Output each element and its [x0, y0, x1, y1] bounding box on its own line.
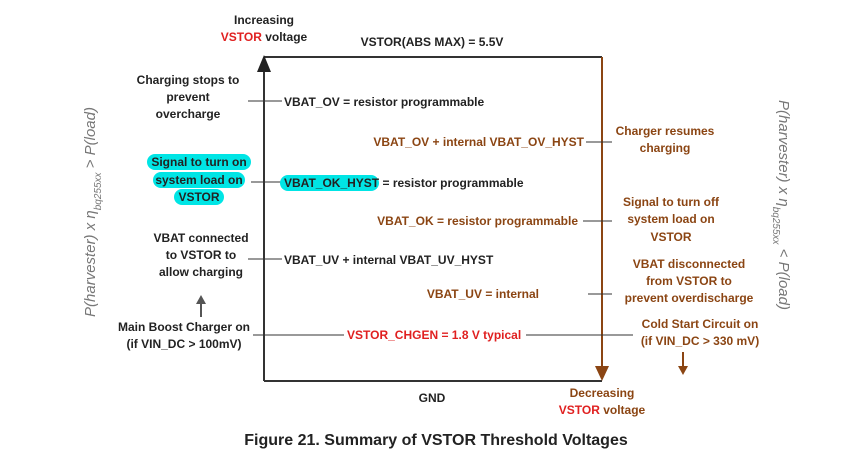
svg-text:allow charging: allow charging	[159, 265, 243, 279]
increasing-label: Increasing	[234, 13, 294, 27]
abs-max-label: VSTOR(ABS MAX) = 5.5V	[361, 35, 504, 49]
vbat-ok-label: VBAT_OK = resistor programmable	[377, 214, 578, 228]
signal-off-note: Signal to turn off system load on VSTOR	[623, 195, 720, 244]
charging-stops-note: Charging stops to prevent overcharge	[137, 73, 240, 121]
cold-start-note: Cold Start Circuit on (if VIN_DC > 330 m…	[641, 317, 759, 348]
svg-text:Cold Start Circuit on: Cold Start Circuit on	[642, 317, 759, 331]
decreasing-arrow-head	[595, 366, 609, 381]
svg-text:VSTOR: VSTOR	[650, 230, 691, 244]
svg-text:(if VIN_DC > 330 mV): (if VIN_DC > 330 mV)	[641, 334, 759, 348]
vbat-ok-hyst-label: VBAT_OK_HYST = resistor programmable	[284, 176, 524, 190]
increasing-arrow-head	[257, 55, 271, 72]
signal-on-highlight-3	[174, 189, 224, 205]
svg-text:prevent: prevent	[166, 90, 209, 104]
increasing-voltage-label: VSTOR voltage	[221, 30, 308, 44]
decreasing-voltage-label: VSTOR voltage	[559, 403, 646, 417]
main-boost-note: Main Boost Charger on (if VIN_DC > 100mV…	[118, 320, 250, 351]
charger-resumes-note: Charger resumes charging	[616, 124, 715, 155]
svg-text:Main Boost Charger on: Main Boost Charger on	[118, 320, 250, 334]
gray-up-arrow-head	[196, 295, 206, 304]
figure-caption: Figure 21. Summary of VSTOR Threshold Vo…	[244, 432, 628, 449]
svg-text:charging: charging	[640, 141, 691, 155]
svg-text:Signal to turn on: Signal to turn on	[151, 155, 246, 169]
vbat-disconnected-note: VBAT disconnected from VSTOR to prevent …	[625, 257, 754, 305]
vbat-uv-hyst-label: VBAT_UV + internal VBAT_UV_HYST	[284, 253, 494, 267]
signal-on-note: Signal to turn on system load on VSTOR	[147, 154, 251, 205]
svg-text:Charger resumes: Charger resumes	[616, 124, 715, 138]
vbat-ov-label: VBAT_OV = resistor programmable	[284, 95, 485, 109]
decreasing-label: Decreasing	[570, 386, 635, 400]
svg-text:system load on: system load on	[155, 173, 242, 187]
svg-text:from VSTOR to: from VSTOR to	[646, 274, 732, 288]
vbat-uv-label: VBAT_UV = internal	[427, 287, 539, 301]
svg-text:Charging stops to: Charging stops to	[137, 73, 240, 87]
gnd-label: GND	[419, 391, 446, 405]
svg-text:(if VIN_DC > 100mV): (if VIN_DC > 100mV)	[126, 337, 241, 351]
left-power-condition: P(harvester) x ηbq255xx > P(load)	[82, 107, 104, 317]
svg-text:system load on: system load on	[627, 212, 714, 226]
signal-on-highlight-1	[147, 154, 251, 170]
signal-on-highlight-2	[153, 172, 245, 188]
vbat-ov-hyst-label: VBAT_OV + internal VBAT_OV_HYST	[373, 135, 584, 149]
svg-text:overcharge: overcharge	[156, 107, 221, 121]
right-power-condition: P(harvester) x ηbq255xx < P(load)	[771, 100, 793, 310]
brown-down-arrow-head	[678, 366, 688, 375]
svg-text:prevent overdischarge: prevent overdischarge	[625, 291, 754, 305]
vstor-chgen-label: VSTOR_CHGEN = 1.8 V typical	[347, 328, 521, 342]
svg-text:to VSTOR to: to VSTOR to	[166, 248, 236, 262]
vbat-ok-hyst-highlight	[280, 175, 379, 191]
svg-text:VBAT disconnected: VBAT disconnected	[633, 257, 745, 271]
svg-text:Signal to turn off: Signal to turn off	[623, 195, 720, 209]
svg-text:VBAT connected: VBAT connected	[153, 231, 248, 245]
svg-text:VSTOR: VSTOR	[178, 190, 219, 204]
vbat-connected-note: VBAT connected to VSTOR to allow chargin…	[153, 231, 248, 279]
